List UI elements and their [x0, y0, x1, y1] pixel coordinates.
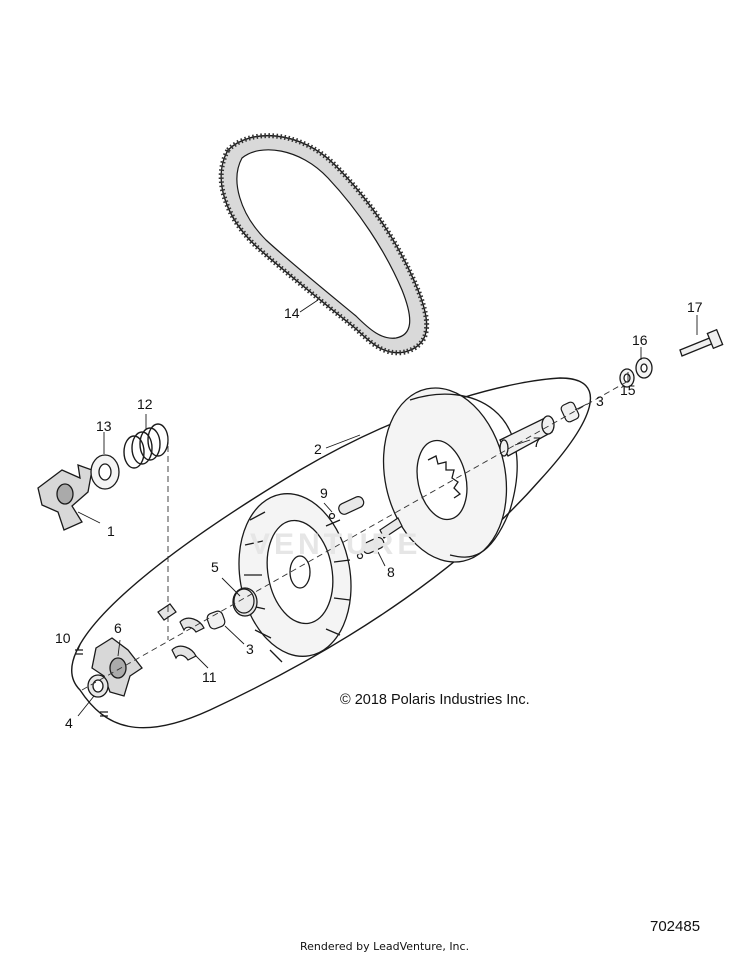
callout-8: 8	[387, 564, 395, 580]
callout-4: 4	[65, 715, 73, 731]
rendered-by-text: Rendered by LeadVenture, Inc.	[300, 940, 470, 953]
washer-13[interactable]	[90, 454, 120, 490]
watermark: VENTURE	[250, 528, 422, 561]
washer-15[interactable]	[619, 368, 635, 388]
callout-16: 16	[632, 332, 648, 348]
arm-11[interactable]	[157, 603, 205, 661]
washer-16[interactable]	[635, 357, 653, 379]
callout-11: 11	[202, 669, 217, 685]
callout-10: 10	[55, 630, 71, 646]
callout-2: 2	[314, 441, 322, 457]
callout-labels: 1 2 3 3 4 5 6 7 8 9 10 11 12 13 14 15 16…	[55, 299, 703, 731]
leader-lines	[77, 299, 698, 717]
spring-12[interactable]	[123, 423, 169, 469]
callout-3b: 3	[246, 641, 254, 657]
weight-8[interactable]	[356, 517, 403, 560]
bearing-4[interactable]	[87, 674, 109, 698]
stationary-sheave[interactable]	[368, 376, 522, 573]
callout-12: 12	[137, 396, 153, 412]
callout-17: 17	[687, 299, 703, 315]
callout-15: 15	[620, 382, 636, 398]
shaft[interactable]	[499, 415, 555, 457]
drive-belt[interactable]	[218, 133, 430, 356]
screw-10[interactable]	[75, 649, 108, 717]
diagram-number: 702485	[650, 918, 701, 935]
centerline	[81, 379, 631, 691]
spider-6[interactable]	[91, 637, 143, 697]
callout-14: 14	[284, 305, 300, 321]
callout-7: 7	[533, 434, 541, 450]
bolt-17[interactable]	[679, 328, 724, 357]
callout-1: 1	[107, 523, 115, 539]
bushing-right[interactable]	[560, 401, 580, 423]
clutch-outline	[71, 377, 592, 729]
bushing-left[interactable]	[206, 610, 227, 631]
callout-9: 9	[320, 485, 328, 501]
callout-6: 6	[114, 620, 122, 636]
callout-5: 5	[211, 559, 219, 575]
roller-9[interactable]	[328, 495, 366, 520]
callout-13: 13	[96, 418, 112, 434]
callout-3a: 3	[596, 393, 604, 409]
movable-sheave[interactable]	[227, 485, 364, 666]
copyright-text: © 2018 Polaris Industries Inc.	[340, 692, 530, 708]
spider-1[interactable]	[37, 464, 93, 531]
